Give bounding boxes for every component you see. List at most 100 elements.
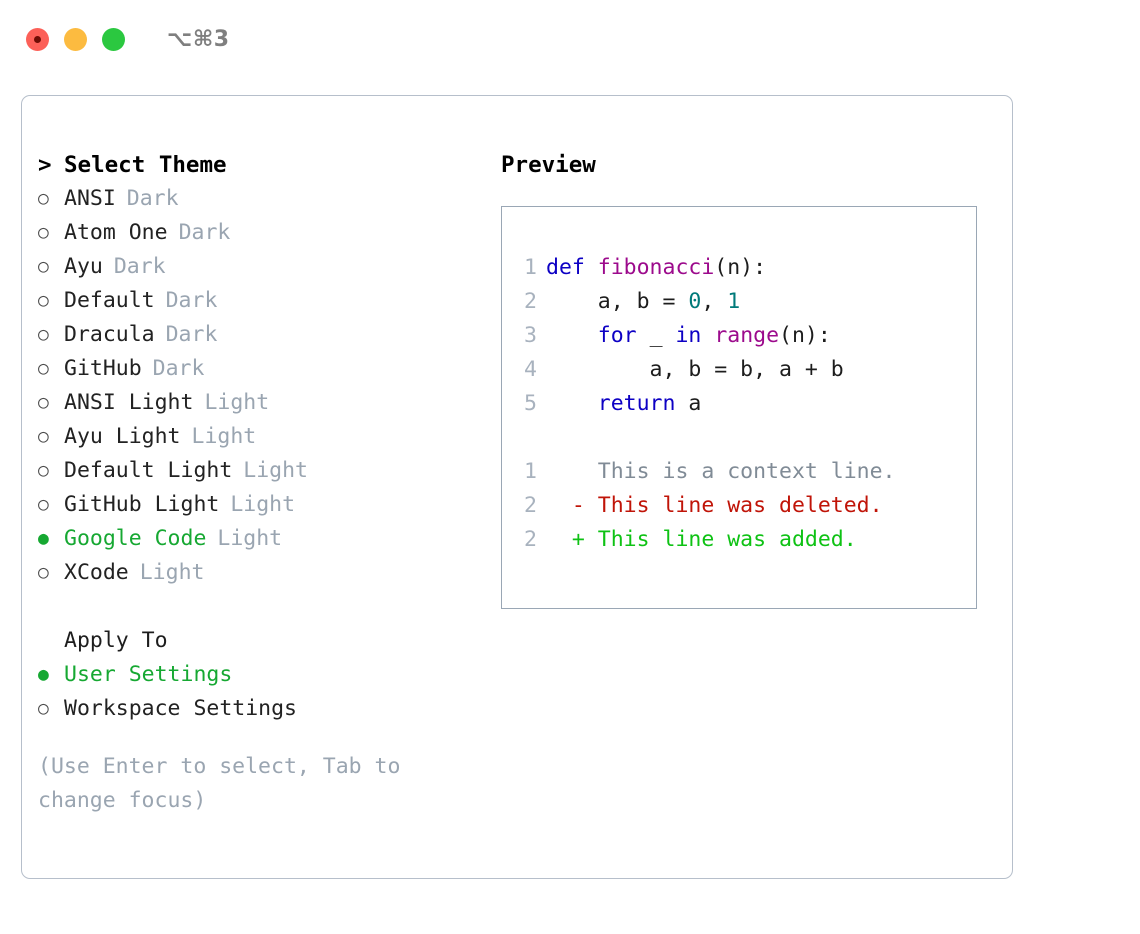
theme-name-label: GitHub [64,356,142,381]
theme-variant-label: Dark [126,186,179,211]
page-title: Select Theme [64,152,227,178]
select-theme-header: > Select Theme [38,148,488,182]
theme-name-label: ANSI Light [64,390,194,415]
theme-list-item[interactable]: ○ ANSI Dark [38,182,488,216]
radio-unselected-icon: ○ [38,494,49,515]
code-line-content: a, b = b, a + b [546,353,844,387]
theme-list-item[interactable]: ○ Default Light Light [38,454,488,488]
theme-list-item[interactable]: ○ Default Dark [38,284,488,318]
theme-variant-label: Light [217,526,283,551]
keyboard-shortcut-label: ⌥⌘3 [167,26,230,52]
code-line: 1 def fibonacci(n): [502,251,976,285]
prompt-caret-icon: > [38,152,52,178]
diff-line: 2 + This line was added. [502,523,976,557]
apply-to-option[interactable]: ○ Workspace Settings [38,692,488,726]
minimize-button[interactable] [64,27,87,51]
apply-to-option-label: Workspace Settings [64,696,297,721]
theme-name-label: ANSI [64,186,116,211]
radio-unselected-icon: ○ [38,698,49,719]
window-controls [26,27,125,51]
code-token: , [701,289,728,314]
diff-sample: 1 This is a context line. 2 - This line w… [502,455,976,557]
radio-unselected-icon: ○ [38,460,49,481]
code-line: 5 return a [502,387,976,421]
code-line: 4 a, b = b, a + b [502,353,976,387]
code-token: _ [636,323,676,348]
radio-unselected-icon: ○ [38,392,49,413]
code-line-number: 1 [524,255,537,280]
apply-to-option-label: User Settings [64,662,233,687]
diff-line-content: - This line was deleted. [546,493,883,518]
preview-heading: Preview [501,152,596,178]
theme-list-item[interactable]: ○ ANSI Light Light [38,386,488,420]
theme-name-label: XCode [64,560,129,585]
apply-to-header: Apply To [38,624,488,658]
radio-unselected-icon: ○ [38,256,49,277]
theme-name-label: Default [64,288,155,313]
theme-variant-label: Dark [178,220,231,245]
theme-variant-label: Light [204,390,270,415]
apply-to-option[interactable]: ● User Settings [38,658,488,692]
apply-to-label: Apply To [64,628,168,653]
apply-to-options: ● User Settings ○ Workspace Settings [38,658,488,726]
code-token [701,323,714,348]
code-line: 3 for _ in range(n): [502,319,976,353]
code-token: a [675,391,702,416]
code-token: (n): [714,255,767,280]
code-token: def [546,255,598,280]
theme-list-item[interactable]: ● Google Code Light [38,522,488,556]
radio-unselected-icon: ○ [38,562,49,583]
code-line-content: return a [546,387,702,421]
theme-variant-label: Dark [113,254,166,279]
code-line: 2 a, b = 0, 1 [502,285,976,319]
theme-variant-label: Light [243,458,309,483]
theme-list-item[interactable]: ○ Ayu Light Light [38,420,488,454]
theme-variant-label: Dark [165,288,218,313]
keyboard-hint-text: (Use Enter to select, Tab to change focu… [38,754,401,813]
diff-line: 1 This is a context line. [502,455,976,489]
theme-name-label: Default Light [64,458,233,483]
theme-name-label: Ayu Light [64,424,181,449]
code-line-content: for _ in range(n): [546,319,831,353]
radio-selected-icon: ● [38,664,49,685]
diff-line-content: This is a context line. [546,459,896,484]
code-line-number: 5 [524,391,537,416]
theme-name-label: Dracula [64,322,155,347]
diff-line-number: 1 [524,459,537,484]
code-diff-separator [502,421,976,455]
theme-name-label: Google Code [64,526,207,551]
diff-line-number: 2 [524,527,537,552]
radio-selected-icon: ● [38,528,49,549]
theme-list-item[interactable]: ○ GitHub Light Light [38,488,488,522]
theme-variant-label: Light [230,492,296,517]
code-line-number: 4 [524,357,537,382]
theme-variant-label: Light [191,424,257,449]
theme-name-label: GitHub Light [64,492,220,517]
maximize-button[interactable] [102,27,125,51]
code-token: return [597,391,676,416]
code-line-number: 3 [524,323,537,348]
code-token: (n): [779,323,831,348]
radio-unselected-icon: ○ [38,426,49,447]
code-token: in [675,323,702,348]
code-line-content: a, b = 0, 1 [546,285,740,319]
close-button[interactable] [26,27,49,51]
code-token [546,391,598,416]
code-token: fibonacci [597,255,715,280]
radio-unselected-icon: ○ [38,188,49,209]
code-line-content: def fibonacci(n): [546,251,766,285]
title-bar: ⌥⌘3 [0,0,1140,78]
radio-unselected-icon: ○ [38,290,49,311]
